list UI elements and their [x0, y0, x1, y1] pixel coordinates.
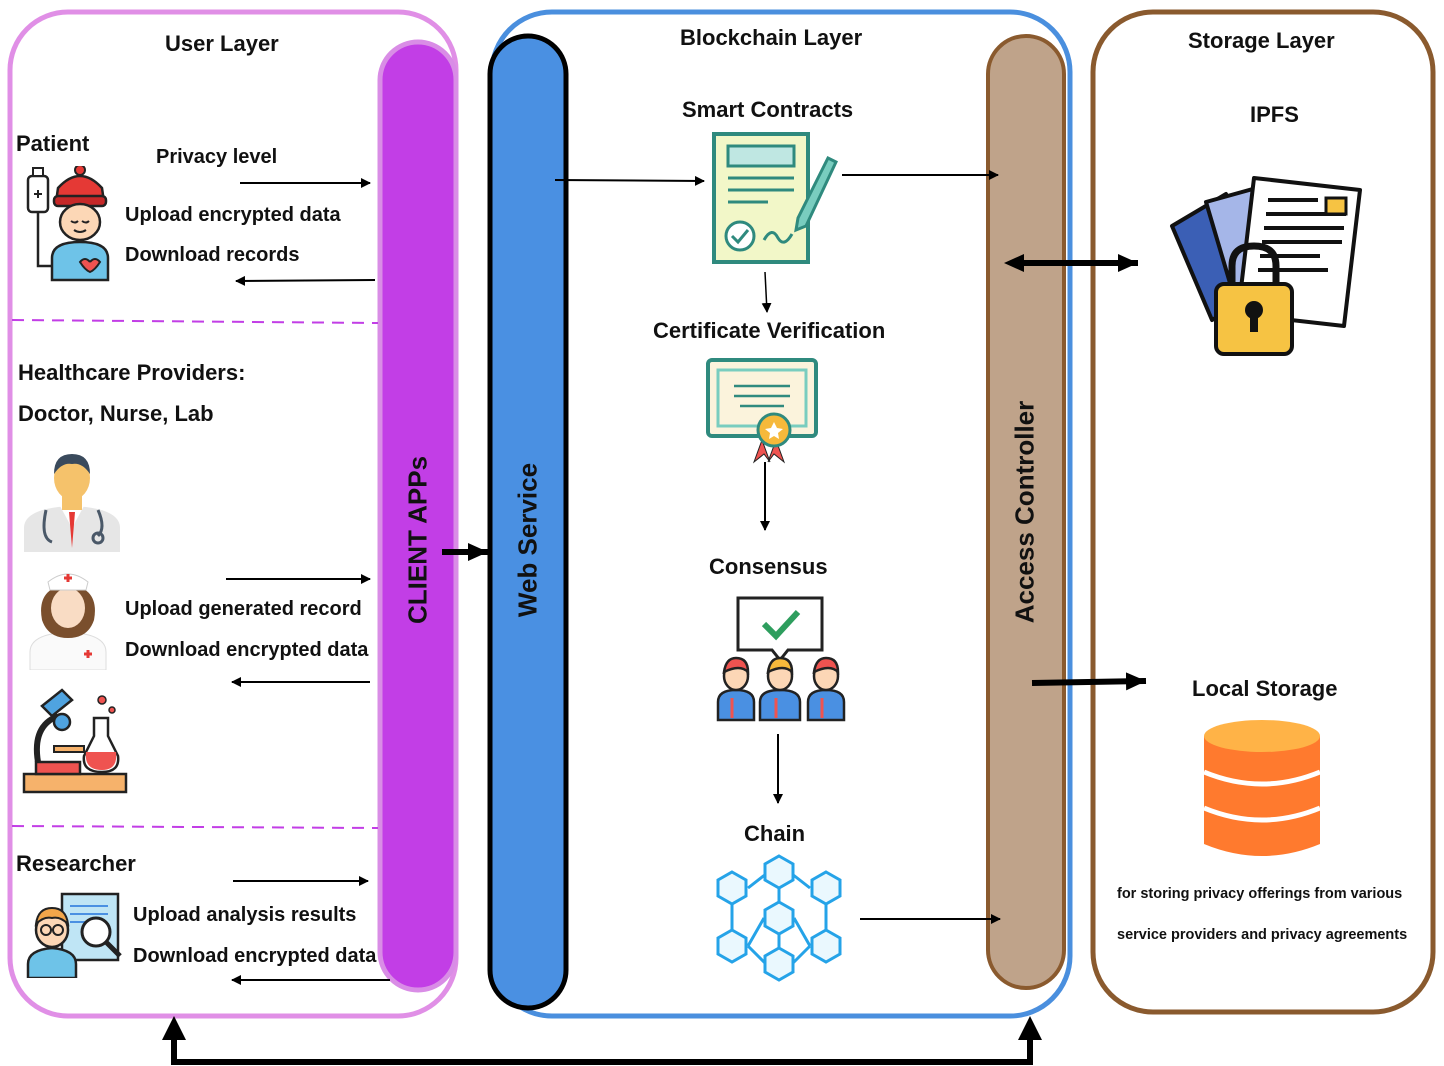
nurse-icon — [29, 573, 107, 670]
patient-icon — [26, 166, 110, 282]
lab-icon — [22, 688, 128, 794]
providers-action: Upload generated record — [125, 598, 362, 620]
step-certificate-verification: Certificate Verification — [653, 318, 886, 343]
client-apps-label: CLIENT APPs — [402, 455, 433, 625]
user-layer-title: User Layer — [165, 31, 279, 56]
chain-icon — [716, 854, 842, 982]
providers-action: Download encrypted data — [125, 639, 369, 661]
ipfs-documents-icon — [1170, 176, 1362, 356]
ipfs-title: IPFS — [1250, 102, 1299, 127]
patient-title: Patient — [16, 131, 90, 156]
step-chain: Chain — [744, 821, 806, 846]
local-storage-title: Local Storage — [1192, 676, 1338, 701]
step-consensus: Consensus — [709, 554, 828, 579]
certificate-icon — [706, 358, 818, 464]
patient-action: Upload encrypted data — [125, 204, 341, 226]
web-service-pill — [487, 33, 569, 1011]
web-service-label: Web Service — [512, 462, 543, 618]
researcher-action: Upload analysis results — [133, 904, 357, 926]
database-icon — [1203, 720, 1321, 856]
providers-title: Healthcare Providers: — [18, 360, 246, 385]
client-apps-pill — [377, 39, 459, 993]
access-controller-label: Access Controller — [1009, 400, 1040, 624]
local-storage-note-line: service providers and privacy agreements — [1117, 927, 1408, 943]
blockchain-layer-title: Blockchain Layer — [680, 25, 863, 50]
storage-layer-frame — [1090, 9, 1436, 1015]
researcher-action: Download encrypted data — [133, 945, 377, 967]
researcher-title: Researcher — [16, 851, 136, 876]
step-smart-contracts: Smart Contracts — [682, 97, 854, 122]
providers-subtitle: Doctor, Nurse, Lab — [18, 401, 214, 426]
patient-action: Download records — [125, 244, 300, 266]
researcher-icon — [26, 892, 122, 978]
storage-layer-title: Storage Layer — [1188, 28, 1335, 53]
local-storage-note-line: for storing privacy offerings from vario… — [1117, 886, 1403, 902]
doctor-icon — [24, 454, 120, 552]
contract-icon — [712, 132, 838, 264]
access-controller-pill — [986, 34, 1066, 990]
consensus-icon — [716, 596, 846, 722]
patient-action: Privacy level — [156, 146, 278, 168]
